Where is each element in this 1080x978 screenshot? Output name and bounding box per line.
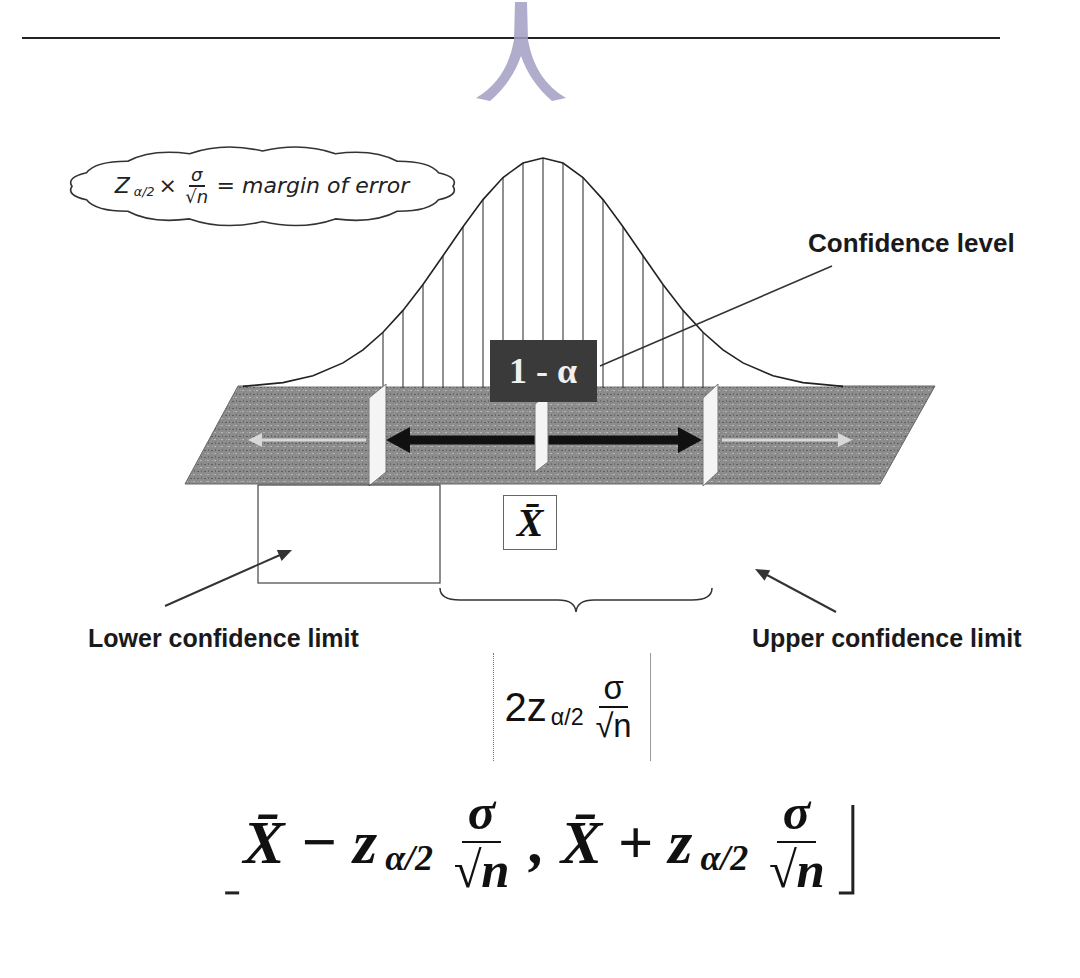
fraction: σ√n [447, 785, 515, 899]
math-text: X̄ − z [243, 807, 377, 878]
numerator: σ [777, 785, 817, 843]
subscript: α/2 [134, 184, 155, 199]
denominator: √n [591, 708, 635, 744]
denominator: √n [447, 843, 515, 899]
math-text: = margin of error [217, 173, 410, 198]
text-row: 1 - α [509, 350, 577, 392]
numerator: σ [189, 165, 205, 187]
callout-label: Confidence level [808, 228, 1015, 259]
numerator: σ [462, 785, 502, 843]
cloud-shape [70, 147, 454, 226]
right-bracket [839, 805, 853, 893]
empty-frame [258, 485, 440, 583]
lower-limit-marker [369, 384, 386, 486]
logo-mark [476, 2, 566, 101]
interval-formula: X̄ − zα/2σ√n, X̄ + zα/2σ√n [243, 785, 837, 899]
math-text: × [159, 173, 177, 198]
mean-box: X̄ [503, 495, 557, 550]
mean-marker [535, 394, 548, 472]
outer-arrows [248, 433, 852, 447]
fraction: σ√n [183, 165, 210, 207]
denominator: √n [183, 187, 210, 207]
subscript: α/2 [385, 837, 433, 879]
math-text: X̄ [517, 499, 544, 546]
header-rule [22, 37, 1000, 39]
callout-label: Lower confidence limit [88, 624, 359, 653]
arrowhead [277, 550, 292, 561]
leader-line [165, 555, 280, 606]
leader-line [600, 266, 832, 366]
leader-line [767, 575, 836, 612]
arrowhead [755, 569, 770, 581]
math-text: Z [115, 173, 130, 198]
upper-limit-marker [703, 384, 718, 486]
callout-label: Upper confidence limit [752, 624, 1021, 653]
fraction: σ√n [762, 785, 830, 899]
math-text: , X̄ + z [530, 807, 693, 878]
denominator: √n [762, 843, 830, 899]
text-row: 2zα/2 σ√n [505, 670, 640, 744]
text-row: Zα/2×σ√n= margin of error [115, 165, 410, 207]
width-brace [440, 588, 712, 612]
left-bracket [225, 891, 239, 894]
numerator: σ [599, 670, 627, 708]
margin-cloud: Zα/2×σ√n= margin of error [65, 144, 460, 229]
subscript: α/2 [700, 837, 748, 879]
confidence-level-box: 1 - α [490, 340, 597, 402]
text-row: X̄ [517, 499, 544, 546]
fraction: σ√n [591, 670, 635, 744]
subscript: α/2 [551, 704, 584, 731]
math-text: 1 - α [509, 350, 577, 392]
width-box: 2zα/2 σ√n [493, 653, 652, 761]
math-text: 2z [505, 685, 547, 730]
